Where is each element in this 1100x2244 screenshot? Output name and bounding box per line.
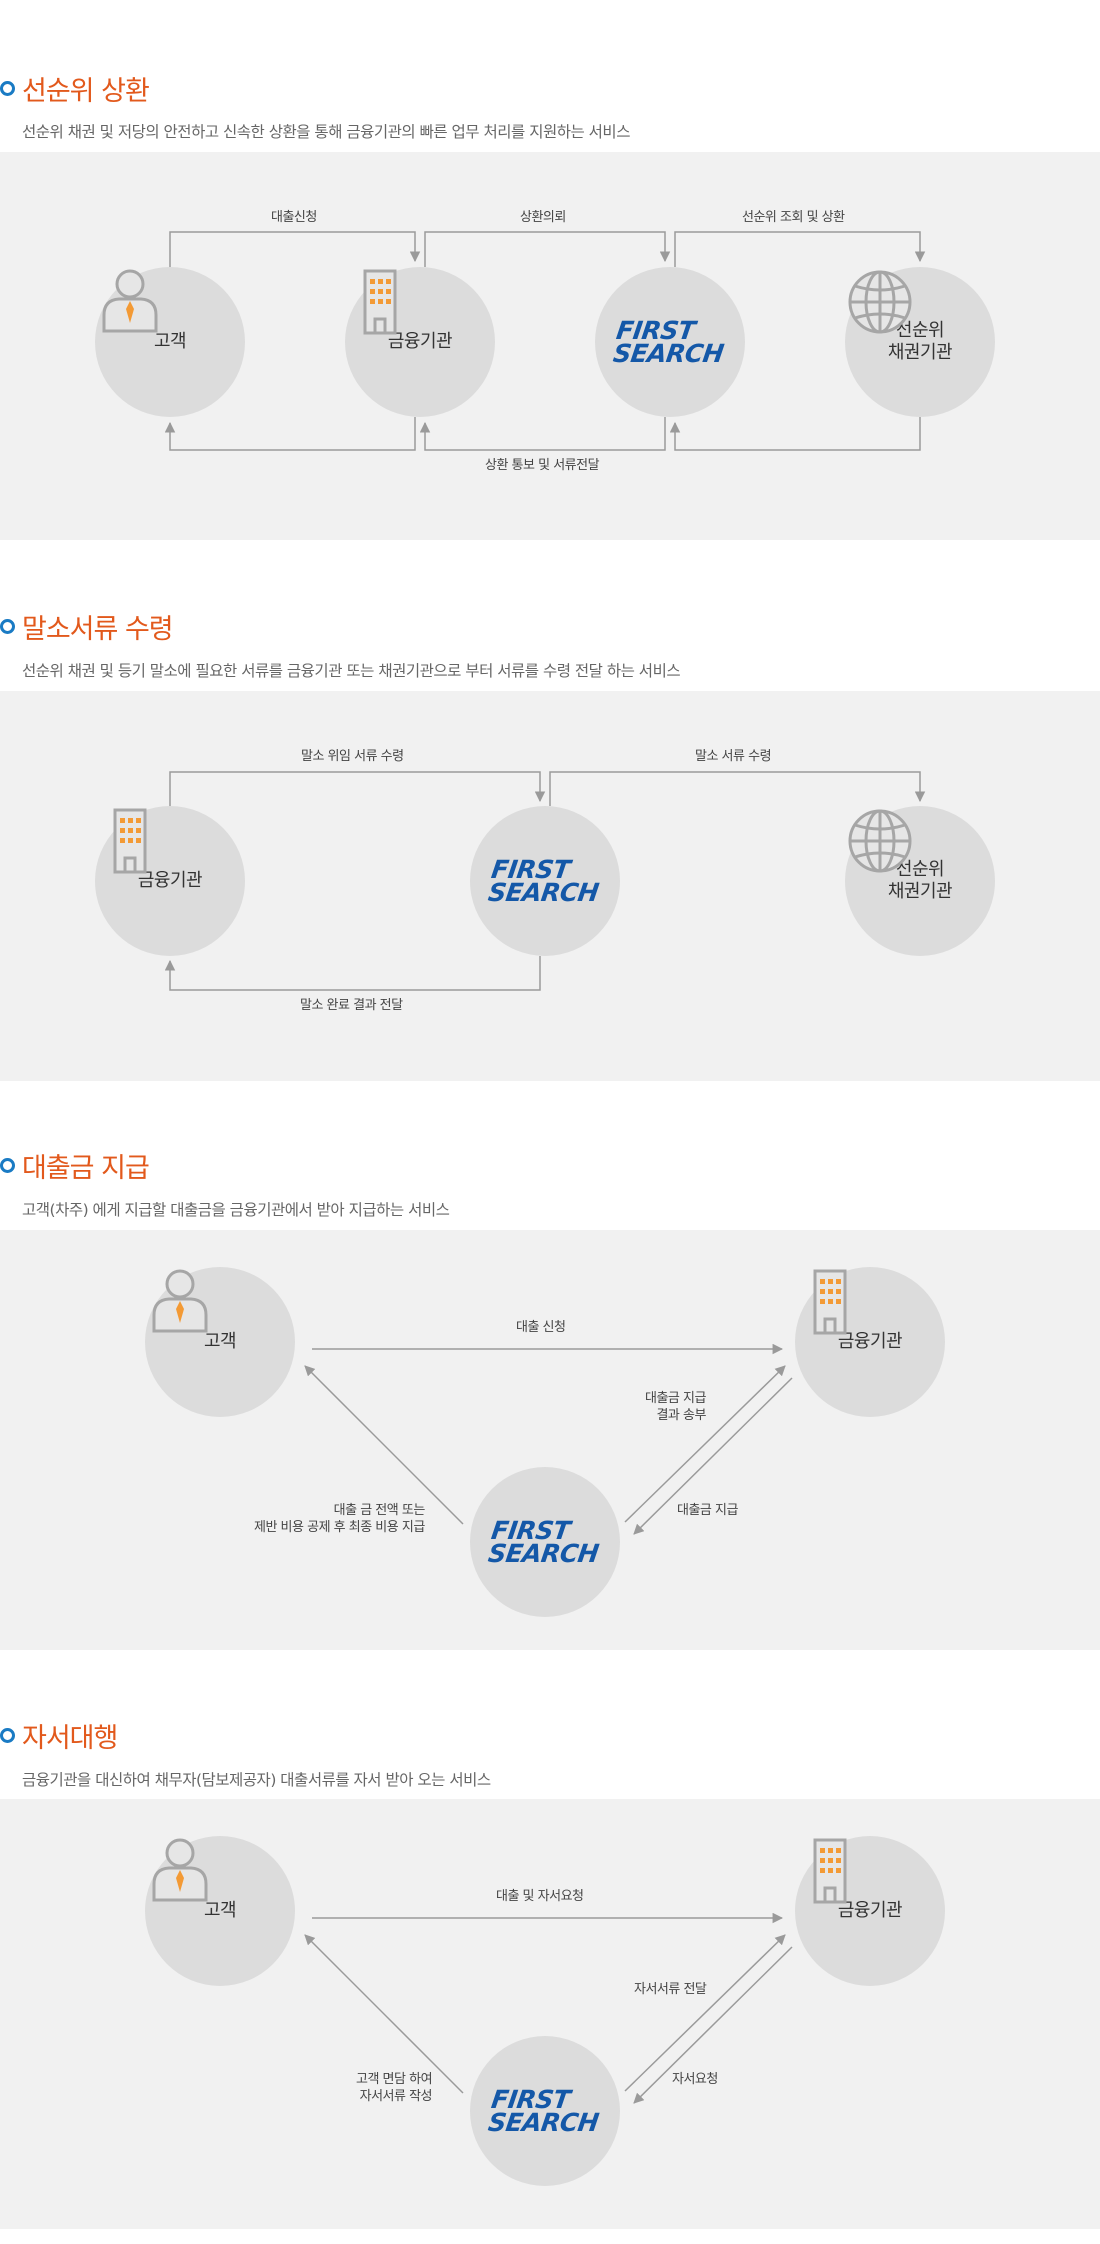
flow-label-repay-request: 상환의뢰 bbox=[520, 210, 566, 225]
node-customer: 고객 bbox=[95, 267, 245, 417]
diagram-panel-1: 고객 금융기관 FIRST SEARCH bbox=[0, 152, 1100, 540]
flow-label-docs-delivery: 자서서류 전달 bbox=[634, 1982, 707, 1997]
flow-lines-3 bbox=[304, 1343, 793, 1535]
flow-label-cancel-docs: 말소 서류 수령 bbox=[695, 749, 772, 764]
section-desc-2: 선순위 채권 및 등기 말소에 필요한 서류를 금융기관 또는 채권기관으로 부… bbox=[22, 662, 681, 680]
flow-label-senior-query: 선순위 조회 및 상환 bbox=[742, 210, 845, 225]
section-desc-4: 금융기관을 대신하여 채무자(담보제공자) 대출서류를 자서 받아 오는 서비스 bbox=[22, 1771, 491, 1789]
globe-icon bbox=[848, 270, 912, 334]
flow-label-loan-request: 대출신청 bbox=[271, 210, 317, 225]
node-first-search: FIRST SEARCH bbox=[470, 1467, 620, 1617]
section-desc-1: 선순위 채권 및 저당의 안전하고 신속한 상환을 통해 금융기관의 빠른 업무… bbox=[22, 123, 630, 141]
building-icon bbox=[813, 1269, 847, 1335]
node-bank: 금융기관 bbox=[795, 1836, 945, 1986]
node-bank: 금융기관 bbox=[795, 1267, 945, 1417]
node-first-search: FIRST SEARCH bbox=[470, 2036, 620, 2186]
bullet-icon bbox=[0, 1157, 15, 1173]
node-label: 고객 bbox=[203, 1331, 237, 1352]
diagram-panel-3: 고객 금융기관 FIRST SEARCH 대출 신청 대출금 지급 결과 송부 … bbox=[0, 1230, 1100, 1650]
node-label: 고객 bbox=[153, 331, 187, 352]
node-creditor: 선순위 채권기관 bbox=[845, 806, 995, 956]
logo-line2: SEARCH bbox=[486, 2108, 601, 2137]
section-title-text: 자서대행 bbox=[22, 1722, 118, 1754]
diagram-panel-4: 고객 금융기관 FIRST SEARCH 대출 및 자서요청 자서서류 전달 자… bbox=[0, 1799, 1100, 2229]
bullet-icon bbox=[0, 1727, 15, 1743]
node-label: 금융기관 bbox=[837, 1900, 903, 1921]
building-icon bbox=[363, 269, 397, 335]
flow-label-payout-result: 대출금 지급 결과 송부 bbox=[645, 1391, 706, 1423]
node-first-search: FIRST SEARCH bbox=[595, 267, 745, 417]
flow-label-loan-request: 대출 신청 bbox=[516, 1320, 566, 1335]
logo-line2: SEARCH bbox=[486, 1539, 601, 1568]
first-search-logo: FIRST SEARCH bbox=[486, 1516, 603, 1568]
person-icon bbox=[152, 1269, 208, 1333]
person-icon bbox=[152, 1838, 208, 1902]
node-customer: 고객 bbox=[145, 1836, 295, 1986]
flow-label-sign-request: 대출 및 자서요청 bbox=[496, 1889, 584, 1904]
section-title-text: 대출금 지급 bbox=[22, 1152, 150, 1184]
node-label: 금융기관 bbox=[137, 870, 203, 891]
globe-icon bbox=[848, 809, 912, 873]
node-bank: 금융기관 bbox=[345, 267, 495, 417]
node-customer: 고객 bbox=[145, 1267, 295, 1417]
node-bank: 금융기관 bbox=[95, 806, 245, 956]
flow-label-interview: 고객 면담 하여 자서서류 작성 bbox=[356, 2072, 433, 2104]
section-title-3: 대출금 지급 bbox=[0, 1145, 150, 1185]
flow-lines-4 bbox=[304, 1912, 793, 2104]
bullet-icon bbox=[0, 618, 15, 634]
first-search-logo: FIRST SEARCH bbox=[611, 316, 728, 368]
flow-label-sign-request-2: 자서요청 bbox=[672, 2072, 718, 2087]
building-icon bbox=[113, 808, 147, 874]
building-icon bbox=[813, 1838, 847, 1904]
section-title-4: 자서대행 bbox=[0, 1715, 118, 1755]
bullet-icon bbox=[0, 80, 15, 96]
section-title-2: 말소서류 수령 bbox=[0, 606, 174, 646]
section-title-1: 선순위 상환 bbox=[0, 68, 150, 108]
section-title-text: 선순위 상환 bbox=[22, 75, 150, 107]
flow-lines-2 bbox=[164, 771, 926, 991]
flow-lines-1 bbox=[164, 231, 926, 451]
diagram-panel-2: 금융기관 FIRST SEARCH 선순위 채권기관 말소 위임 서류 수령 말… bbox=[0, 691, 1100, 1081]
flow-label-notice: 상환 통보 및 서류전달 bbox=[485, 458, 600, 473]
flow-label-delegation-docs: 말소 위임 서류 수령 bbox=[301, 749, 404, 764]
first-search-logo: FIRST SEARCH bbox=[486, 855, 603, 907]
flow-label-cancel-result: 말소 완료 결과 전달 bbox=[300, 998, 403, 1013]
node-label: 선순위 채권기관 bbox=[887, 859, 953, 902]
section-desc-3: 고객(차주) 에게 지급할 대출금을 금융기관에서 받아 지급하는 서비스 bbox=[22, 1201, 450, 1219]
flow-label-payout: 대출금 지급 bbox=[677, 1503, 738, 1518]
node-first-search: FIRST SEARCH bbox=[470, 806, 620, 956]
logo-line2: SEARCH bbox=[486, 878, 601, 907]
flow-label-final-payment: 대출 금 전액 또는 제반 비용 공제 후 최종 비용 지급 bbox=[254, 1503, 425, 1535]
section-title-text: 말소서류 수령 bbox=[22, 613, 174, 645]
node-label: 고객 bbox=[203, 1900, 237, 1921]
node-label: 금융기관 bbox=[837, 1331, 903, 1352]
person-icon bbox=[102, 269, 158, 333]
node-creditor: 선순위 채권기관 bbox=[845, 267, 995, 417]
node-label: 선순위 채권기관 bbox=[887, 320, 953, 363]
node-label: 금융기관 bbox=[387, 331, 453, 352]
first-search-logo: FIRST SEARCH bbox=[486, 2085, 603, 2137]
logo-line2: SEARCH bbox=[611, 339, 726, 368]
